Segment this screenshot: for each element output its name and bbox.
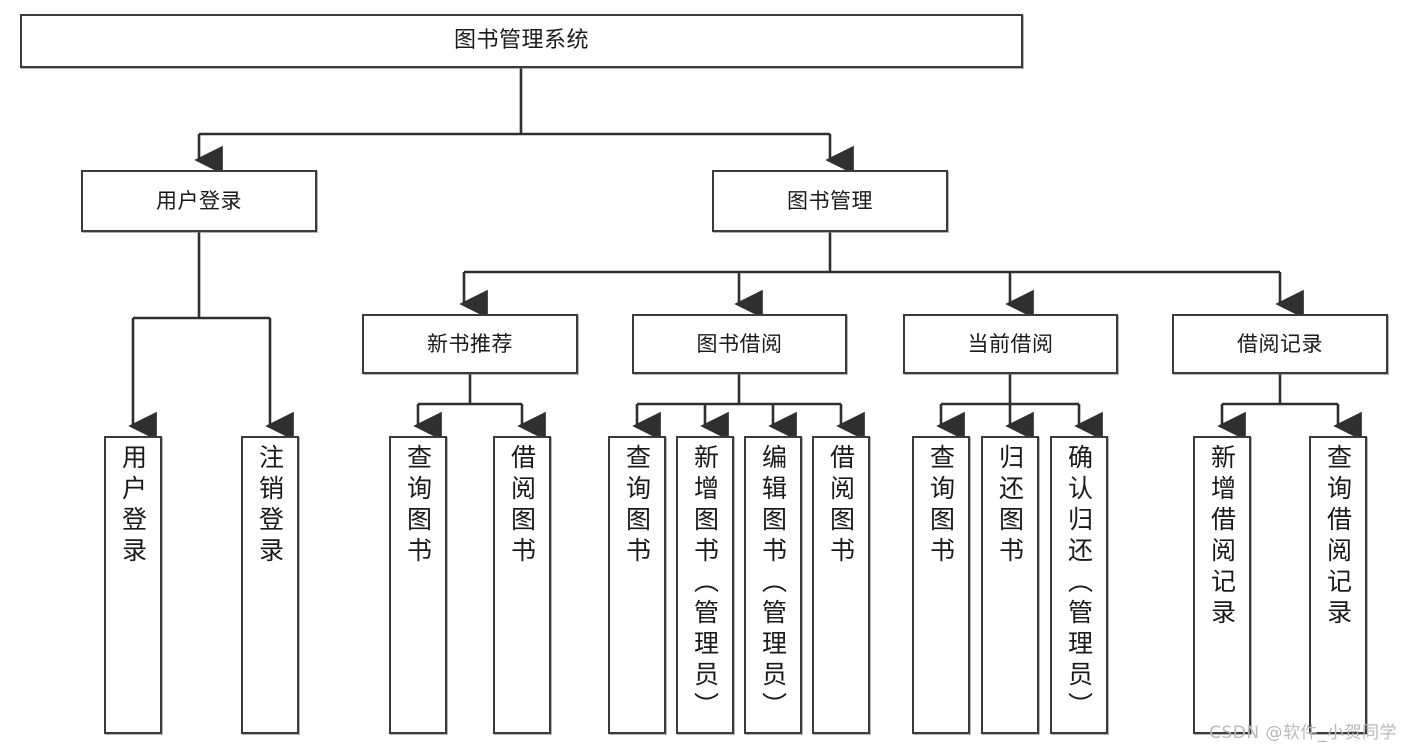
node-label: 查询借阅记录 xyxy=(1323,444,1353,630)
node-label: 查询图书 xyxy=(403,444,433,568)
watermark: CSDN @软件_小贺同学 xyxy=(1209,723,1397,743)
node-label: 注销登录 xyxy=(255,444,285,568)
node-label: 图书管理 xyxy=(787,188,873,213)
leaf-edit-book-admin[interactable]: 编辑图书（管理员） xyxy=(744,436,802,734)
node-book-borrow[interactable]: 图书借阅 xyxy=(632,314,847,374)
node-label: 确认归还（管理员） xyxy=(1064,444,1094,723)
leaf-borrow-book[interactable]: 借阅图书 xyxy=(812,436,870,734)
node-label: 查询图书 xyxy=(622,444,652,568)
leaf-query-borrow-record[interactable]: 查询借阅记录 xyxy=(1309,436,1367,734)
node-current-borrow[interactable]: 当前借阅 xyxy=(903,314,1118,374)
leaf-add-book-admin[interactable]: 新增图书（管理员） xyxy=(676,436,734,734)
node-borrow-record[interactable]: 借阅记录 xyxy=(1172,314,1388,374)
node-label: 新增借阅记录 xyxy=(1207,444,1237,630)
node-label: 用户登录 xyxy=(118,444,148,568)
node-new-book-recommend[interactable]: 新书推荐 xyxy=(362,314,578,374)
leaf-query-book-borrow[interactable]: 查询图书 xyxy=(608,436,666,734)
node-label: 新书推荐 xyxy=(427,331,513,356)
node-book-management[interactable]: 图书管理 xyxy=(712,170,948,232)
node-label: 图书借阅 xyxy=(696,331,783,356)
node-label: 借阅记录 xyxy=(1237,331,1323,356)
node-label: 图书管理系统 xyxy=(453,28,589,54)
node-label: 归还图书 xyxy=(995,444,1025,568)
node-label: 查询图书 xyxy=(926,444,956,568)
leaf-query-book-rec[interactable]: 查询图书 xyxy=(389,436,447,734)
leaf-logout[interactable]: 注销登录 xyxy=(241,436,299,734)
node-label: 用户登录 xyxy=(156,188,242,213)
node-label: 借阅图书 xyxy=(826,444,856,568)
node-label: 新增图书（管理员） xyxy=(690,444,720,723)
node-root-system[interactable]: 图书管理系统 xyxy=(20,14,1023,68)
node-label: 当前借阅 xyxy=(967,331,1054,356)
node-user-login[interactable]: 用户登录 xyxy=(81,170,317,232)
leaf-borrow-book-rec[interactable]: 借阅图书 xyxy=(493,436,551,734)
leaf-user-login[interactable]: 用户登录 xyxy=(104,436,162,734)
leaf-return-book[interactable]: 归还图书 xyxy=(981,436,1039,734)
leaf-add-borrow-record[interactable]: 新增借阅记录 xyxy=(1193,436,1251,734)
node-label: 编辑图书（管理员） xyxy=(758,444,788,723)
leaf-confirm-return-admin[interactable]: 确认归还（管理员） xyxy=(1050,436,1108,734)
node-label: 借阅图书 xyxy=(507,444,537,568)
leaf-query-book-current[interactable]: 查询图书 xyxy=(912,436,970,734)
